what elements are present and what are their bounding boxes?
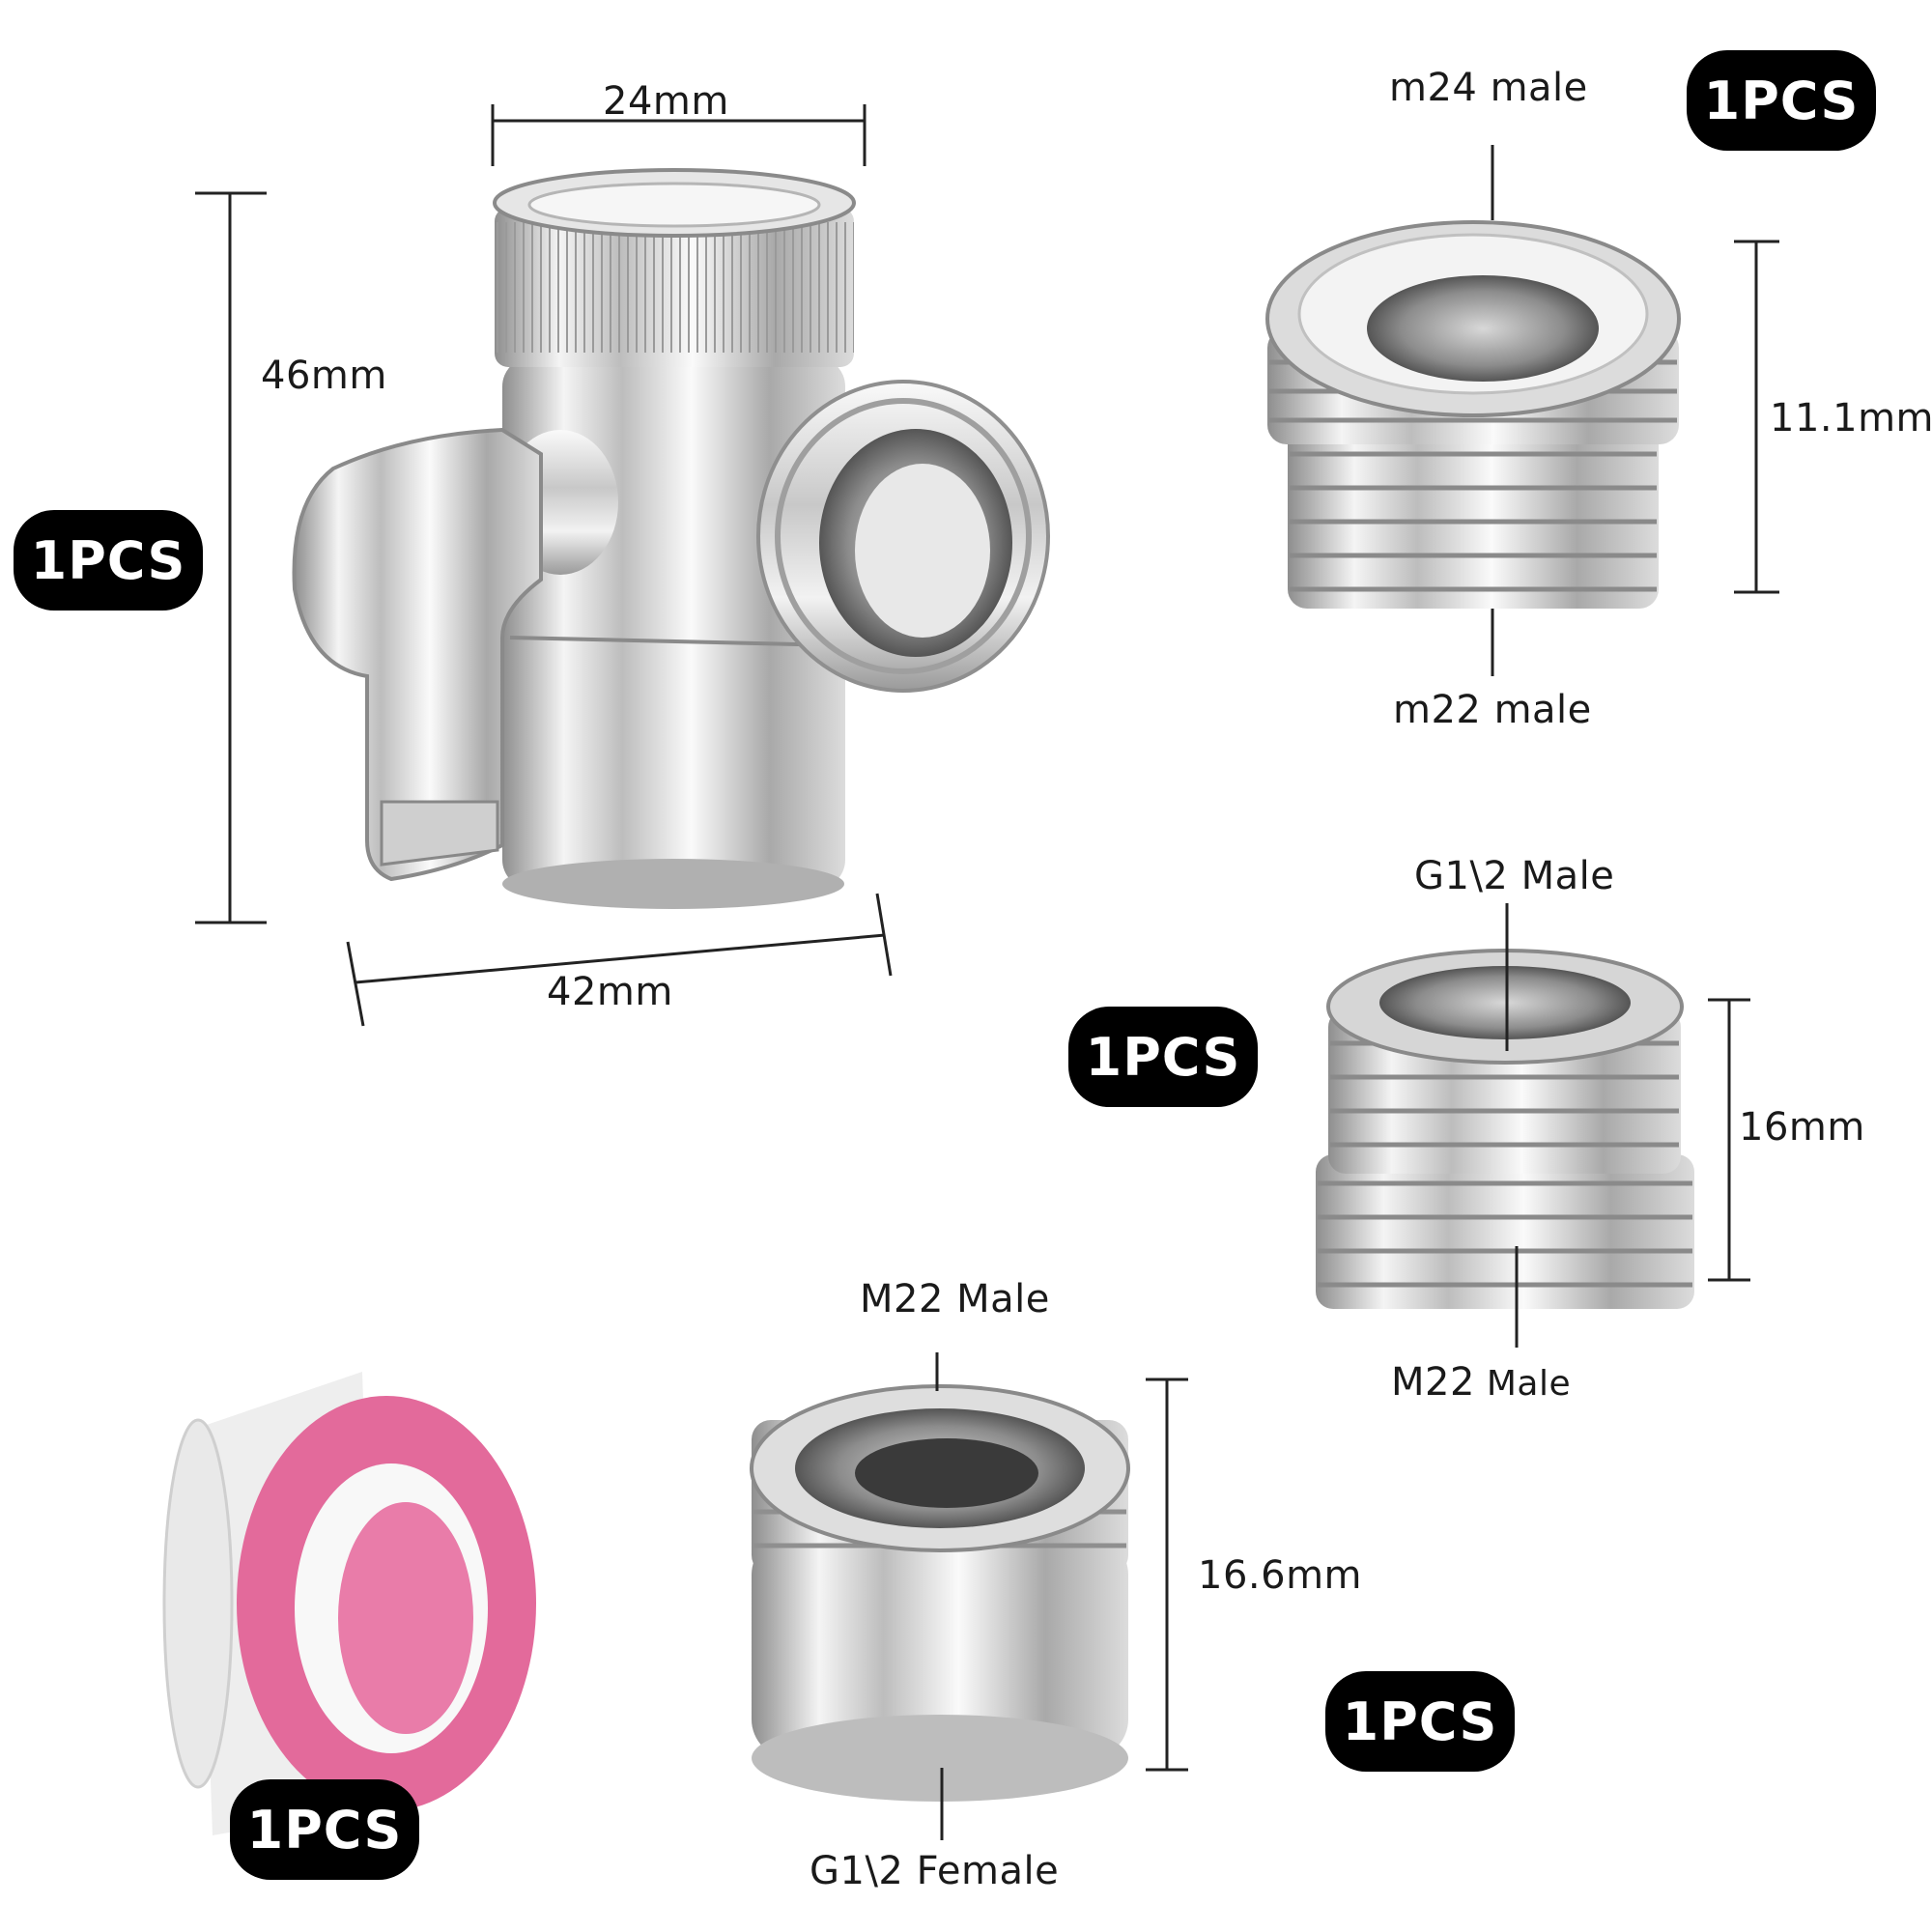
g12-adapter-bottom-label: M22 Male (1391, 1360, 1571, 1405)
valve-bottom-width-label: 42mm (547, 970, 673, 1014)
thread-adapter-g12-m22-icon (1316, 949, 1694, 1309)
thread-adapter-m24-m22-icon (1265, 220, 1681, 609)
dimension-lines-female-adapter (935, 1352, 1188, 1840)
diverter-valve-icon (292, 168, 1050, 909)
valve-top-width-label: 24mm (603, 79, 729, 124)
g12-adapter-top-label: G1\2 Male (1414, 854, 1615, 898)
dimension-lines-valve (195, 104, 893, 1027)
qty-badge-female-adapter: 1PCS (1325, 1671, 1515, 1772)
g12-adapter-bottom-label-bold: M22 (1391, 1360, 1475, 1405)
qty-badge-m24-adapter: 1PCS (1687, 50, 1876, 151)
adapter-bottom-label: m22 male (1393, 688, 1592, 732)
qty-badge-g12-adapter: 1PCS (1068, 1007, 1258, 1107)
adapter-height-label: 11.1mm (1770, 396, 1932, 440)
female-adapter-top-label: M22 Male (860, 1277, 1050, 1321)
dimension-lines-m24-adapter (1491, 145, 1779, 676)
valve-height-label: 46mm (261, 354, 387, 398)
qty-badge-valve: 1PCS (14, 510, 203, 611)
adapter-top-label: m24 male (1389, 66, 1588, 110)
female-adapter-bottom-label: G1\2 Female (810, 1849, 1060, 1893)
g12-adapter-bottom-label-rest: Male (1474, 1364, 1572, 1404)
female-adapter-icon (750, 1384, 1130, 1802)
female-adapter-height-label: 16.6mm (1198, 1553, 1362, 1598)
ptfe-tape-roll-icon (162, 1372, 536, 1835)
g12-adapter-height-label: 16mm (1739, 1105, 1865, 1150)
dimension-lines-g12-adapter (1505, 903, 1750, 1348)
qty-badge-ptfe-tape: 1PCS (230, 1779, 419, 1880)
